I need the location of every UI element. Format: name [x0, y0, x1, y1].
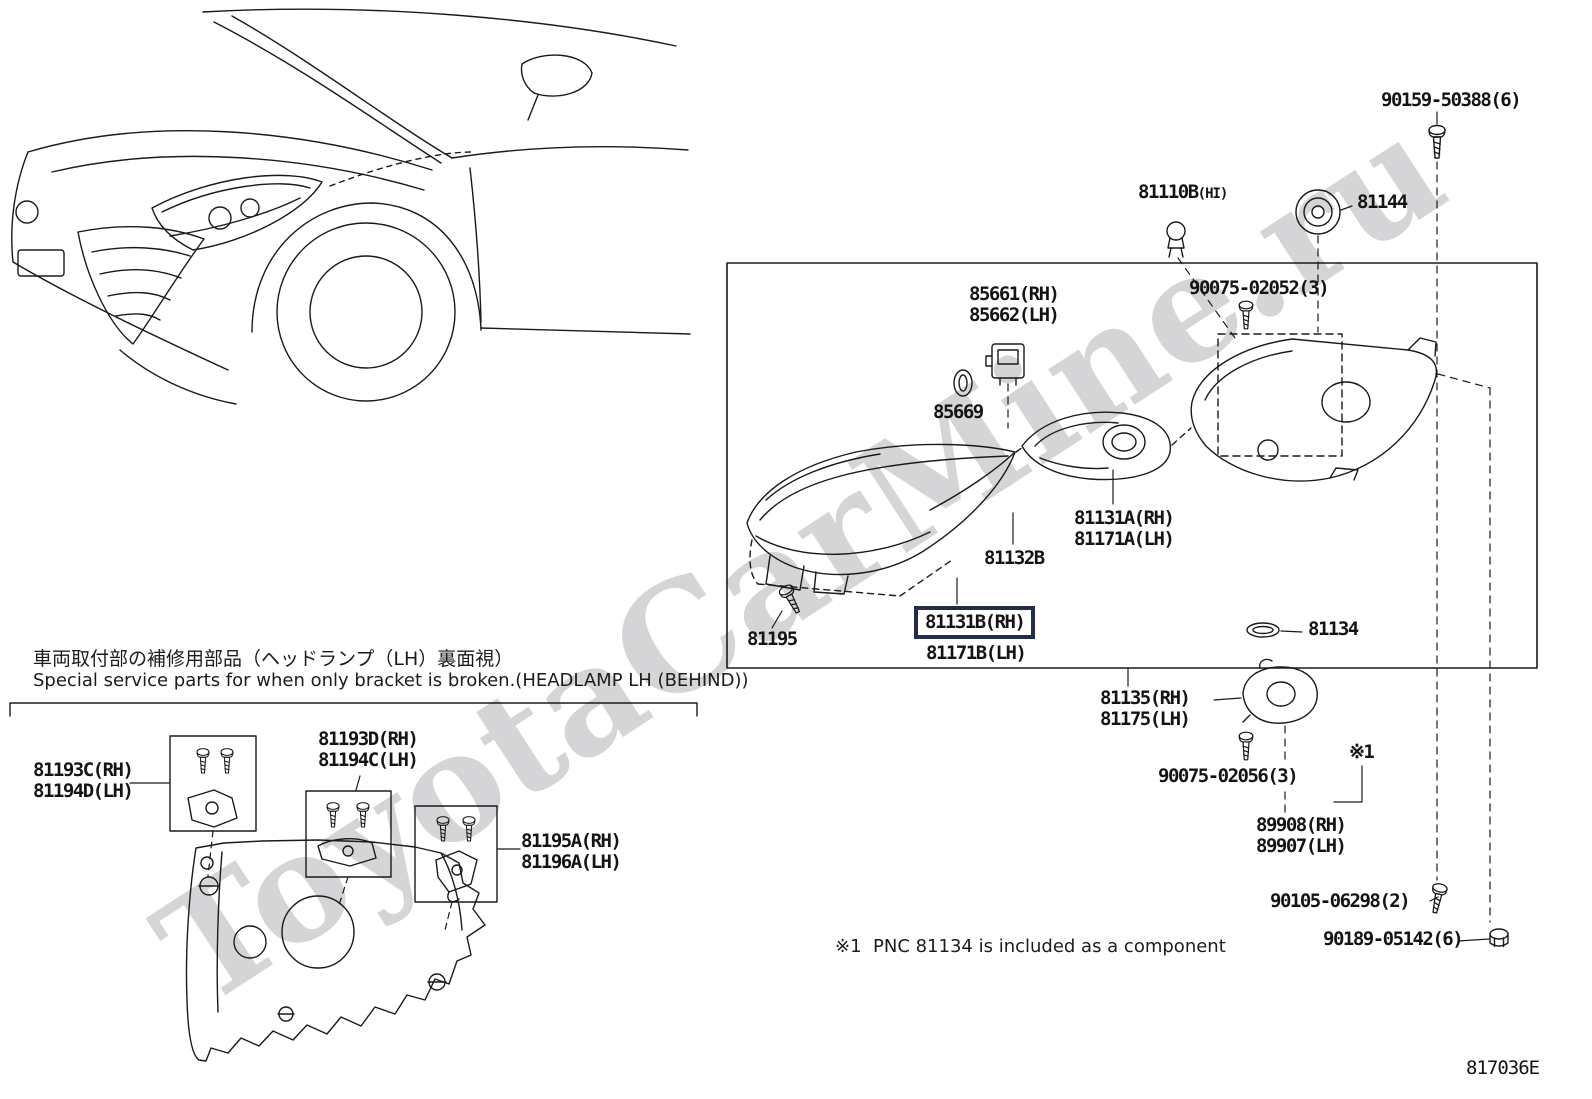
gasket-drawing	[953, 369, 973, 397]
fastener-screw-90159	[1428, 124, 1446, 159]
vehicle-front-drawing	[11, 8, 691, 405]
part-label-81195[interactable]: 81195	[747, 628, 798, 650]
part-label-81195A-81196A[interactable]: 81195A(RH) 81196A(LH)	[521, 830, 622, 873]
fastener-nut-90189	[1489, 928, 1509, 948]
fastener-screw-90105	[1427, 881, 1449, 915]
selected-part-highlight-box[interactable]: 81131B(RH)	[914, 606, 1036, 639]
part-number-rh[interactable]: 81135(RH)	[1100, 687, 1191, 709]
part-label-81193D-81194C[interactable]: 81193D(RH) 81194C(LH)	[318, 728, 419, 771]
part-label-90159-50388[interactable]: 90159-50388(6)	[1381, 89, 1522, 111]
connector-drawing	[985, 343, 1025, 386]
leader-lines-bottom	[129, 775, 521, 935]
part-number-lh[interactable]: 81175(LH)	[1100, 708, 1191, 730]
footnote: ※1 PNC 81134 is included as a component	[835, 936, 1226, 957]
bracket-panel-drawing	[185, 839, 486, 1062]
part-number: 81110B	[1138, 181, 1199, 203]
part-label-81131A-81171A[interactable]: 81131A(RH) 81171A(LH)	[1074, 507, 1175, 550]
footnote-text: PNC 81134 is included as a component	[873, 936, 1226, 957]
part-label-81171B[interactable]: 81171B(LH)	[926, 642, 1027, 664]
part-number-rh[interactable]: 89908(RH)	[1256, 814, 1347, 836]
part-number-lh[interactable]: 89907(LH)	[1256, 835, 1347, 857]
part-label-90075-02052[interactable]: 90075-02052(3)	[1189, 277, 1330, 299]
part-number-lh[interactable]: 85662(LH)	[969, 304, 1060, 326]
part-label-85661-85662[interactable]: 85661(RH) 85662(LH)	[969, 283, 1060, 326]
part-label-90075-02056[interactable]: 90075-02056(3)	[1158, 765, 1299, 787]
part-label-85669[interactable]: 85669	[933, 401, 984, 423]
diagram-code: 817036E	[1466, 1057, 1540, 1079]
headlamp-housing-drawing	[1190, 333, 1437, 482]
reference-mark-1: ※1	[1349, 741, 1375, 763]
headlamp-bracket-drawing	[1015, 411, 1192, 481]
part-number-rh[interactable]: 81195A(RH)	[521, 830, 622, 852]
service-kit-box-81193C	[169, 735, 257, 832]
part-number-rh[interactable]: 85661(RH)	[969, 283, 1060, 305]
parts-box-frame	[726, 262, 1538, 669]
part-number-lh[interactable]: 81194C(LH)	[318, 749, 419, 771]
fastener-screw-90075-02056	[1238, 731, 1254, 761]
footnote-ref: ※1	[835, 936, 862, 957]
part-label-81110B[interactable]: 81110B(HI)	[1138, 181, 1229, 205]
part-number-rh[interactable]: 81193D(RH)	[318, 728, 419, 750]
o-ring-drawing	[1246, 622, 1280, 638]
leveling-motor-drawing	[1242, 658, 1318, 724]
part-number-suffix: (HI)	[1197, 186, 1229, 202]
part-label-90105-06298[interactable]: 90105-06298(2)	[1270, 890, 1411, 912]
part-number-rh[interactable]: 81131A(RH)	[1074, 507, 1175, 529]
part-label-81134[interactable]: 81134	[1308, 618, 1359, 640]
part-number-rh[interactable]: 81193C(RH)	[33, 759, 134, 781]
part-label-81132B[interactable]: 81132B	[984, 547, 1045, 569]
part-label-81144[interactable]: 81144	[1357, 191, 1408, 213]
special-section-bracket	[9, 702, 698, 717]
service-kit-box-81195A	[414, 805, 498, 903]
part-label-81135-81175[interactable]: 81135(RH) 81175(LH)	[1100, 687, 1191, 730]
part-label-90189-05142[interactable]: 90189-05142(6)	[1323, 928, 1464, 950]
part-number-lh[interactable]: 81171A(LH)	[1074, 528, 1175, 550]
part-number-lh[interactable]: 81196A(LH)	[521, 851, 622, 873]
part-number-lh[interactable]: 81194D(LH)	[33, 780, 134, 802]
fastener-screw-90075-02052	[1238, 300, 1254, 330]
service-kit-box-81193D	[305, 790, 392, 878]
socket-cap-drawing	[1295, 189, 1341, 235]
special-section-title-en: Special service parts for when only brac…	[33, 670, 749, 691]
special-section-title-jp: 車両取付部の補修用部品（ヘッドランプ（LH）裏面視）	[33, 648, 514, 670]
part-label-81131B[interactable]: 81131B(RH)	[925, 611, 1026, 633]
bulb-drawing	[1166, 221, 1186, 258]
headlamp-lens-assembly-drawing	[746, 443, 1016, 597]
part-label-81193C-81194D[interactable]: 81193C(RH) 81194D(LH)	[33, 759, 134, 802]
leader-lines	[771, 111, 1491, 942]
part-label-89908-89907[interactable]: 89908(RH) 89907(LH)	[1256, 814, 1347, 857]
